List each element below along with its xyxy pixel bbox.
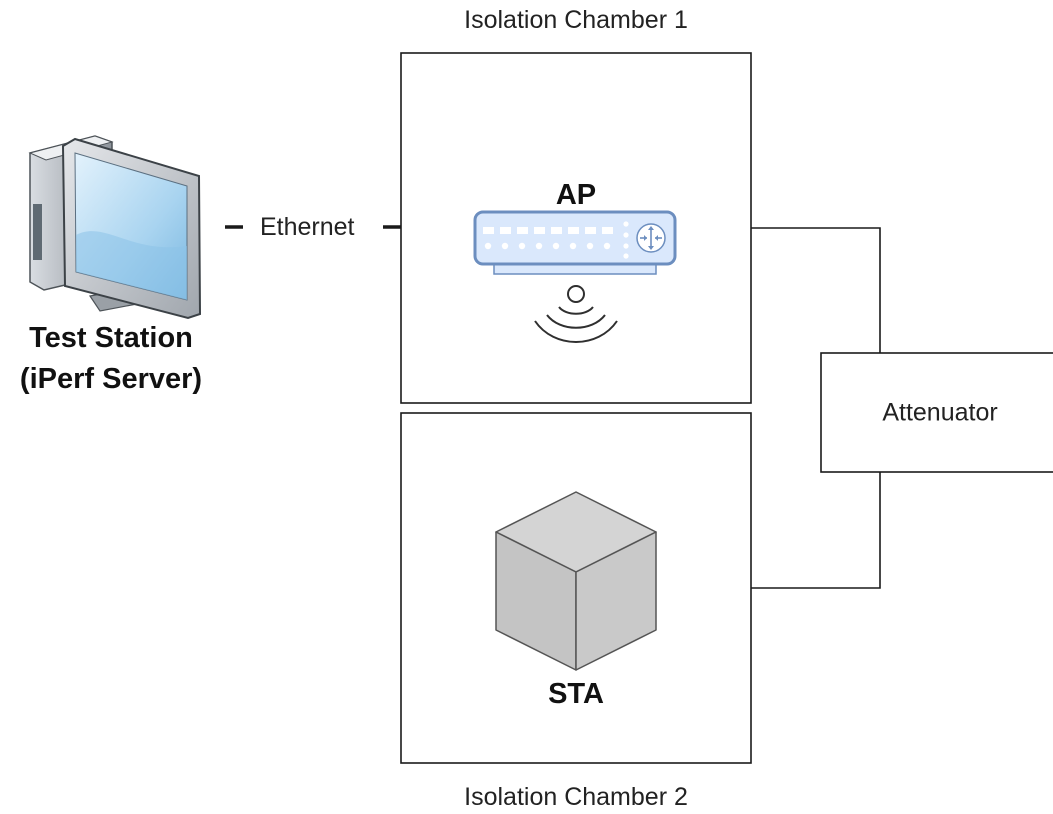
connector-chamber1-attenuator [751,227,881,353]
connector-attenuator-chamber2 [751,472,881,589]
wifi-signal-icon [534,285,618,343]
cube-icon [495,491,657,671]
router-emblem-icon [636,223,666,253]
test-station-label: Test Station (iPerf Server) [20,318,202,400]
ethernet-label: Ethernet [260,213,355,241]
sta-label: STA [548,678,604,710]
access-point-icon [473,210,677,275]
ap-label: AP [555,179,597,211]
chamber1-title: Isolation Chamber 1 [464,6,688,34]
test-station-subtitle: (iPerf Server) [19,363,203,395]
attenuator-box [820,352,1053,473]
chamber2-title: Isolation Chamber 2 [464,783,688,811]
desktop-computer-icon [28,135,202,320]
attenuator-label: Attenuator [882,398,998,427]
test-station-title: Test Station [29,322,193,354]
